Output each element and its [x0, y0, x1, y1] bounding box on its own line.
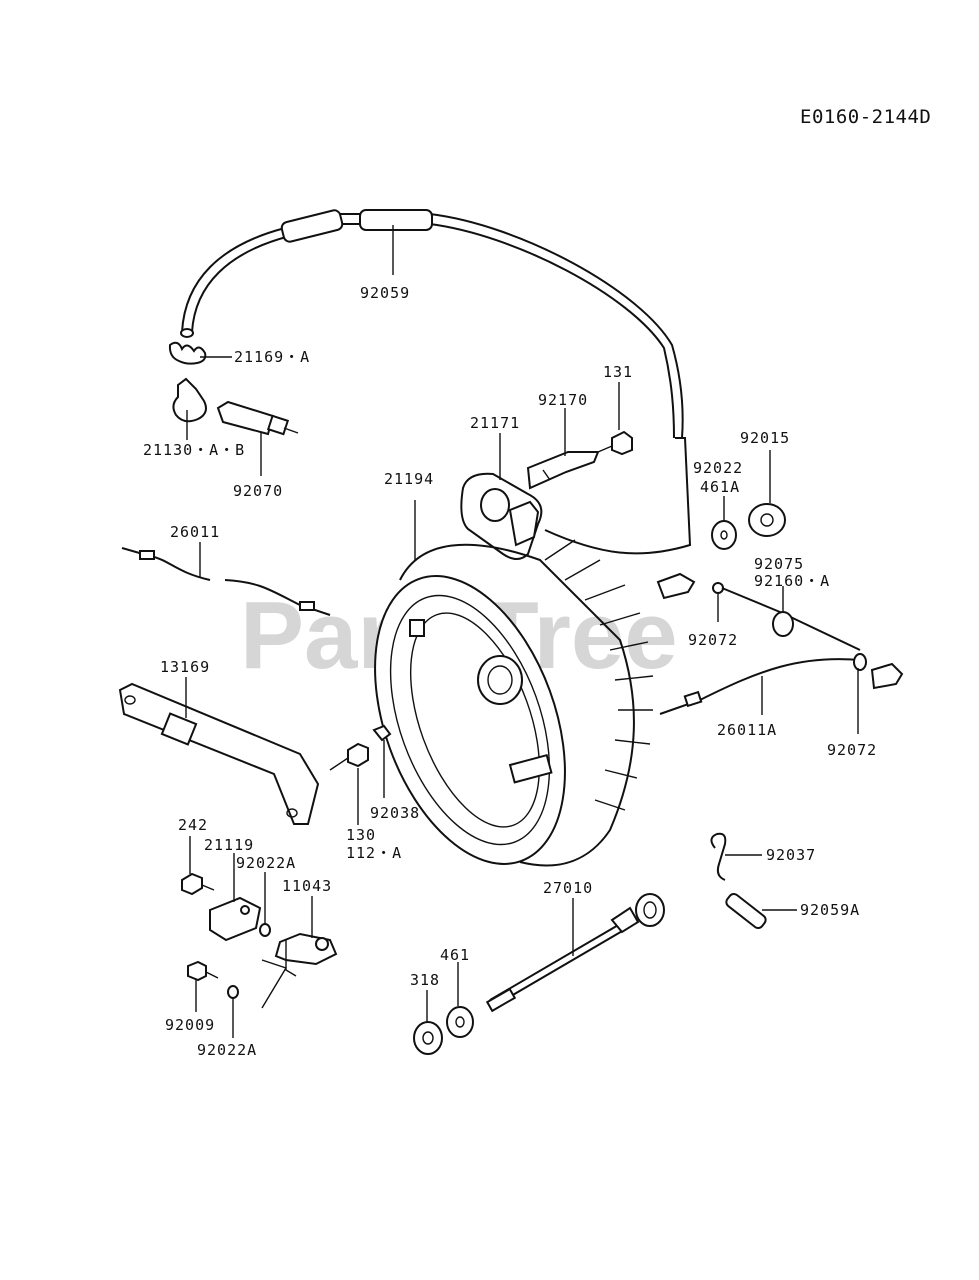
label-130: 130 [346, 826, 376, 844]
label-92009: 92009 [165, 1016, 215, 1034]
part-92070-spark-plug[interactable] [216, 400, 299, 436]
part-21194-flywheel[interactable] [339, 539, 654, 890]
label-92075: 92075 [754, 555, 804, 573]
label-92022A-a: 92022A [236, 854, 296, 872]
part-92059A-tube[interactable] [724, 892, 767, 930]
label-92170: 92170 [538, 391, 588, 409]
label-131: 131 [603, 363, 633, 381]
label-21194: 21194 [384, 470, 434, 488]
label-26011A: 26011A [717, 721, 777, 739]
label-26011: 26011 [170, 523, 220, 541]
label-92022: 92022 [693, 459, 743, 477]
label-92022A-b: 92022A [197, 1041, 257, 1059]
label-461: 461 [440, 946, 470, 964]
part-242-bolt[interactable] [181, 872, 215, 896]
label-92072-a: 92072 [688, 631, 738, 649]
part-130-bolt[interactable] [329, 742, 369, 771]
label-92070: 92070 [233, 482, 283, 500]
label-92160A: 92160・A [754, 572, 830, 590]
label-242: 242 [178, 816, 208, 834]
diagram-code: E0160-2144D [800, 106, 931, 128]
part-131-bolt[interactable] [597, 430, 633, 456]
part-21130-plug-cap[interactable] [172, 377, 207, 423]
label-92015: 92015 [740, 429, 790, 447]
label-112A: 112・A [346, 844, 402, 862]
part-92022A-washer-b[interactable] [227, 985, 239, 999]
label-92059: 92059 [360, 284, 410, 302]
part-13169-plate[interactable] [118, 682, 320, 825]
label-13169: 13169 [160, 658, 210, 676]
part-92015-nut[interactable] [748, 503, 786, 537]
label-27010: 27010 [543, 879, 593, 897]
part-21171-ignition-coil[interactable] [460, 472, 543, 560]
part-461-washer[interactable] [446, 1006, 474, 1038]
part-92072-terminal-a[interactable] [656, 572, 724, 600]
part-27010-rod[interactable] [485, 893, 665, 1013]
part-92022A-washer-a[interactable] [259, 923, 271, 937]
label-21171: 21171 [470, 414, 520, 432]
label-92059A: 92059A [800, 901, 860, 919]
part-92059-cord[interactable] [180, 209, 692, 555]
label-92037: 92037 [766, 846, 816, 864]
part-21169A-clip[interactable] [168, 341, 207, 365]
label-92072-b: 92072 [827, 741, 877, 759]
label-21169A: 21169・A [234, 348, 310, 366]
label-461A: 461A [700, 478, 740, 496]
part-92037-clip[interactable] [710, 832, 727, 881]
part-21119-switch[interactable] [209, 896, 262, 942]
label-318: 318 [410, 971, 440, 989]
part-11043-bracket[interactable] [261, 932, 338, 1009]
part-92038-key[interactable] [372, 724, 392, 742]
part-92022-461A-washer[interactable] [711, 520, 737, 550]
label-92038: 92038 [370, 804, 420, 822]
part-26011A-lead[interactable] [659, 653, 904, 715]
part-92170-bracket[interactable] [526, 451, 600, 490]
label-11043: 11043 [282, 877, 332, 895]
part-92009-screw[interactable] [187, 960, 219, 982]
part-318-nut[interactable] [413, 1021, 443, 1055]
label-21119: 21119 [204, 836, 254, 854]
label-21130AB: 21130・A・B [143, 441, 245, 459]
part-92075-92160A-grommet[interactable] [721, 587, 861, 651]
